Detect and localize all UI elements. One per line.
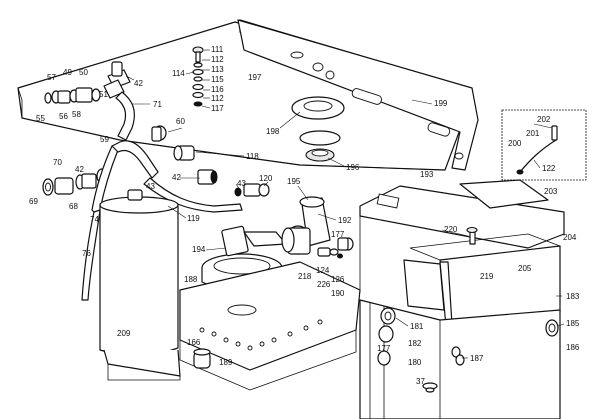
label-117: 117 [211, 104, 224, 113]
label-180: 180 [408, 358, 422, 367]
label-43a: 43 [146, 182, 155, 191]
label-209: 209 [117, 329, 131, 338]
label-43b: 43 [237, 179, 246, 188]
label-42c: 42 [172, 173, 181, 182]
label-111: 111 [211, 45, 224, 54]
small-parts-124-126 [317, 247, 343, 259]
bottom-fittings [377, 307, 465, 393]
label-219: 219 [480, 272, 494, 281]
label-204: 204 [563, 233, 577, 242]
label-202: 202 [537, 115, 551, 124]
label-37: 37 [416, 377, 425, 386]
base-plate [179, 261, 361, 391]
label-193: 193 [420, 170, 434, 179]
label-198: 198 [266, 127, 280, 136]
label-76: 76 [82, 249, 91, 258]
screw-stack [192, 46, 204, 107]
label-188: 188 [184, 275, 198, 284]
label-166: 166 [187, 338, 201, 347]
callout-labels: 111 112 113 114 115 116 112 117 197 57 4… [29, 45, 580, 386]
label-205: 205 [518, 264, 532, 273]
label-57: 57 [47, 73, 56, 82]
label-186: 186 [566, 343, 580, 352]
label-120: 120 [259, 174, 273, 183]
inset-box [501, 109, 587, 181]
label-56: 56 [59, 112, 68, 121]
label-181: 181 [410, 322, 424, 331]
pipe-119 [143, 177, 243, 213]
label-203: 203 [544, 187, 558, 196]
label-42a: 42 [134, 79, 143, 88]
label-189: 189 [219, 358, 233, 367]
right-chassis-frame [359, 179, 565, 419]
label-118: 118 [246, 152, 259, 161]
label-60: 60 [176, 117, 185, 126]
label-199: 199 [434, 99, 448, 108]
label-69: 69 [29, 197, 38, 206]
label-42b: 42 [75, 165, 84, 174]
label-116: 116 [211, 85, 224, 94]
leader-lines [125, 49, 565, 359]
label-177a: 177 [331, 230, 345, 239]
label-126: 126 [331, 275, 345, 284]
label-182: 182 [408, 339, 422, 348]
label-59: 59 [100, 135, 109, 144]
label-114: 114 [172, 69, 185, 78]
label-58: 58 [72, 110, 81, 119]
label-194: 194 [192, 245, 206, 254]
label-124: 124 [316, 266, 330, 275]
lower-left-fittings [42, 140, 159, 301]
expansion-vessel-209 [99, 189, 181, 381]
label-113: 113 [211, 65, 224, 74]
label-183: 183 [566, 292, 580, 301]
label-195: 195 [287, 177, 301, 186]
label-192: 192 [338, 216, 352, 225]
left-fitting-assembly [44, 61, 167, 142]
label-50: 50 [79, 68, 88, 77]
label-218: 218 [298, 272, 312, 281]
label-112b: 112 [211, 94, 224, 103]
label-200: 200 [508, 139, 522, 148]
top-casing-panel [17, 19, 479, 171]
gasket-196 [299, 130, 341, 162]
label-74: 74 [90, 215, 99, 224]
label-187: 187 [470, 354, 484, 363]
label-177b: 177 [377, 344, 391, 353]
gasket-198 [291, 96, 345, 120]
label-71: 71 [153, 100, 162, 109]
fitting-177 [337, 237, 354, 251]
label-55: 55 [36, 114, 45, 123]
label-70: 70 [53, 158, 62, 167]
label-112a: 112 [211, 55, 224, 64]
label-68: 68 [69, 202, 78, 211]
label-115: 115 [211, 75, 224, 84]
label-201: 201 [526, 129, 540, 138]
label-226: 226 [317, 280, 331, 289]
label-190: 190 [331, 289, 345, 298]
valve-assembly [197, 169, 270, 197]
label-119: 119 [187, 214, 200, 223]
label-49: 49 [63, 68, 72, 77]
label-185: 185 [566, 319, 580, 328]
label-220: 220 [444, 225, 458, 234]
label-197: 197 [248, 73, 262, 82]
label-122: 122 [542, 164, 556, 173]
label-196: 196 [346, 163, 360, 172]
label-51: 51 [99, 90, 108, 99]
flue-elbow-195 [281, 196, 331, 255]
fitting-118 [173, 145, 195, 161]
cap-189 [193, 348, 211, 369]
